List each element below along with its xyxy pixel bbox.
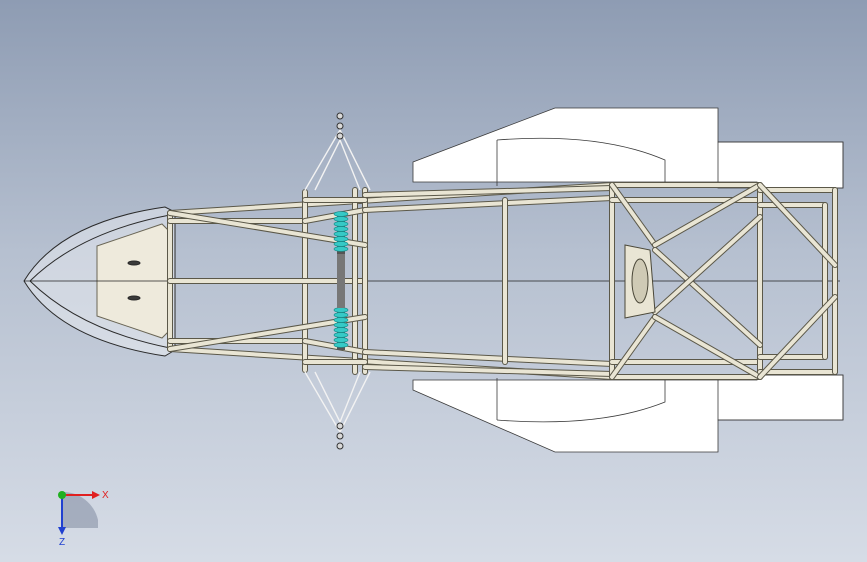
spring-coil [333,216,349,222]
nose-inner-lower [29,280,171,349]
lower-hub-top [336,422,344,430]
lower-wishbone [304,371,371,434]
frame-tube [363,186,614,197]
frame-tube [610,315,657,379]
seat-mount [624,244,656,319]
side-panels [412,107,844,453]
spring-coil [333,337,349,343]
tube-frame [167,182,838,380]
spring-coil [333,211,349,217]
triad-shadow [62,491,98,528]
frame-tube [653,248,762,347]
x-axis-arrowhead-icon [92,491,100,499]
damper-rod [337,254,345,308]
upper-rear-panel [717,141,844,189]
z-axis-arrowhead-icon [58,527,66,535]
frame-tube [610,183,657,247]
spring-coil [333,327,349,333]
frame-tube [168,315,367,351]
frame-tube [653,315,762,379]
lower-rear-panel [717,374,844,421]
front-suspension [304,128,371,434]
lower-wishbone-inner [314,371,361,424]
frame-tube [363,350,614,366]
frame-tube [168,211,367,247]
x-axis-label: X [102,490,109,501]
frame-tube [363,365,614,376]
nose-cone [23,206,176,357]
nose-slot-lower [127,295,141,301]
spring-coil [333,307,349,313]
upper-hub-top [336,112,344,120]
lower-fender-curve [496,378,666,423]
coilover-springs [333,211,349,350]
frame-tube [653,215,762,314]
frame-tube [363,196,614,212]
upper-fender-curve [496,137,666,186]
spring-coil [333,317,349,323]
upper-hub-mid [336,122,344,130]
y-axis-dot-icon [58,491,66,499]
nose-inner-upper [29,214,171,282]
spring-coil [333,226,349,232]
seat-mount-hole [631,258,649,304]
frame-tube [758,295,837,379]
upper-hub-bottom [336,132,344,140]
upper-wishbone-inner [314,138,361,191]
spring-coil [333,342,349,348]
spring-coil [333,332,349,338]
upper-wishbone [304,128,371,191]
lower-hub-bottom [336,442,344,450]
spring-coil [333,312,349,318]
z-axis-label: Z [59,537,65,548]
spring-coil [333,221,349,227]
lower-hub-mid [336,432,344,440]
nose-slot-upper [127,260,141,266]
spring-coil [333,241,349,247]
spring-coil [333,246,349,252]
wheel-hubs [336,112,344,450]
spring-coil [333,231,349,237]
orientation-triad: X Z [58,490,109,548]
frame-tube [758,183,837,267]
spring-coil [333,236,349,242]
spring-coil [333,322,349,328]
frame-tube [653,183,762,247]
